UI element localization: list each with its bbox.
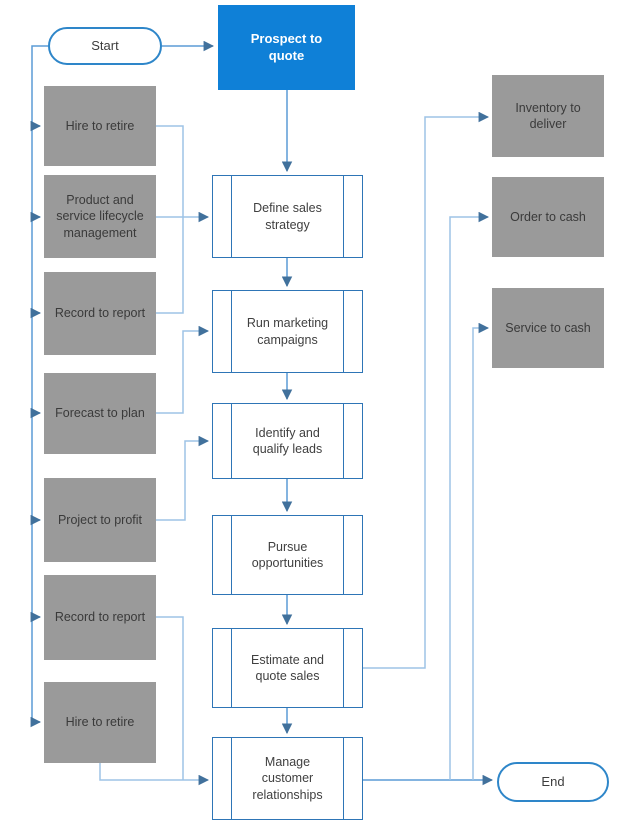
node-product-service-lifecycle-management: Product and service lifecycle management [44, 175, 156, 258]
node-end-label: End [541, 773, 565, 789]
node-define-sales-strategy: Define sales strategy [212, 175, 363, 258]
node-hire-to-retire-2: Hire to retire [44, 682, 156, 763]
node-label: Inventory to deliver [515, 100, 581, 131]
node-estimate-and-quote-sales: Estimate and quote sales [212, 628, 363, 708]
node-label: Define sales strategy [253, 201, 322, 232]
node-label: Service to cash [505, 320, 591, 335]
node-end: End [497, 762, 609, 802]
node-label: Project to profit [57, 512, 143, 527]
node-hire-to-retire-1: Hire to retire [44, 86, 156, 166]
node-order-to-cash: Order to cash [492, 177, 604, 257]
node-pursue-opportunities: Pursue opportunities [212, 515, 363, 595]
node-identify-and-qualify-leads: Identify and qualify leads [212, 403, 363, 479]
node-service-to-cash: Service to cash [492, 288, 604, 368]
node-label: Identify and qualify leads [252, 425, 323, 456]
node-start: Start [48, 27, 162, 65]
node-start-label: Start [91, 37, 119, 53]
node-label: Forecast to plan [55, 406, 145, 421]
node-prospect-to-quote: Prospect to quote [218, 5, 355, 90]
node-label: Hire to retire [65, 715, 135, 730]
node-record-to-report-1: Record to report [44, 272, 156, 355]
node-label: Estimate and quote sales [251, 652, 324, 683]
node-label: Record to report [54, 610, 146, 625]
node-label: Manage customer relationships [252, 755, 323, 802]
node-label: Hire to retire [65, 118, 135, 133]
node-forecast-to-plan: Forecast to plan [44, 373, 156, 454]
node-label: Run marketing campaigns [246, 316, 329, 347]
node-record-to-report-2: Record to report [44, 575, 156, 660]
node-run-marketing-campaigns: Run marketing campaigns [212, 290, 363, 373]
node-manage-customer-relationships: Manage customer relationships [212, 737, 363, 820]
node-inventory-to-deliver: Inventory to deliver [492, 75, 604, 157]
node-label: Order to cash [510, 209, 586, 224]
node-label: Product and service lifecycle management [56, 193, 144, 240]
node-prospect-to-quote-label: Prospect to quote [250, 30, 323, 63]
node-label: Pursue opportunities [251, 539, 324, 570]
node-project-to-profit: Project to profit [44, 478, 156, 562]
node-label: Record to report [54, 306, 146, 321]
